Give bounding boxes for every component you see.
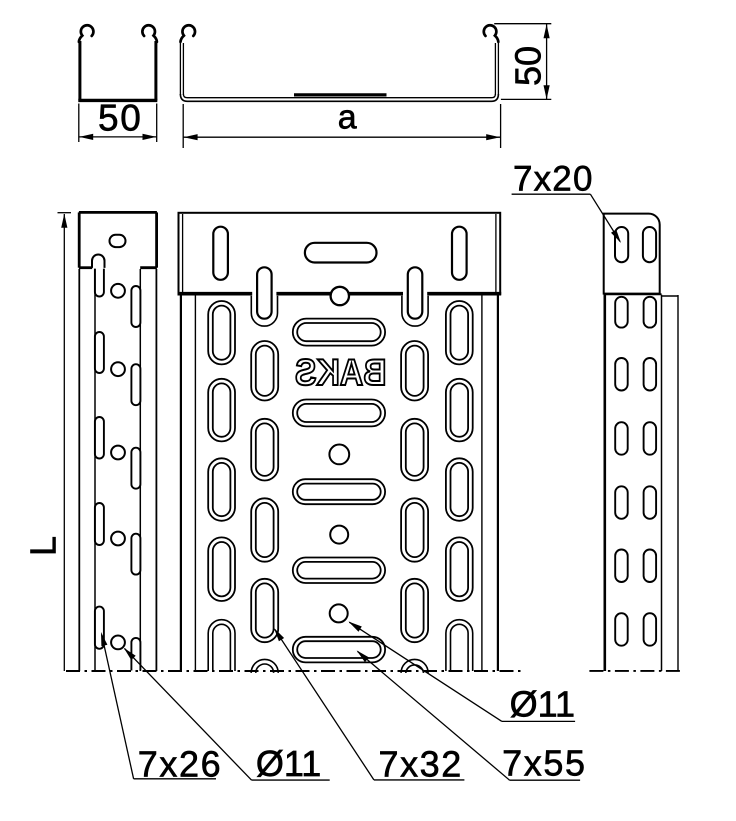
svg-text:Ø11: Ø11 [256,743,321,784]
svg-text:a: a [338,99,357,137]
svg-text:50: 50 [508,46,549,86]
svg-text:Ø11: Ø11 [510,684,575,725]
svg-text:50: 50 [98,98,142,139]
svg-text:7x55: 7x55 [502,743,586,784]
svg-text:7x32: 7x32 [378,743,462,784]
svg-text:L: L [23,536,64,556]
svg-text:7x26: 7x26 [138,743,222,784]
svg-text:7x20: 7x20 [513,159,594,198]
svg-text:BAKS: BAKS [295,352,387,393]
